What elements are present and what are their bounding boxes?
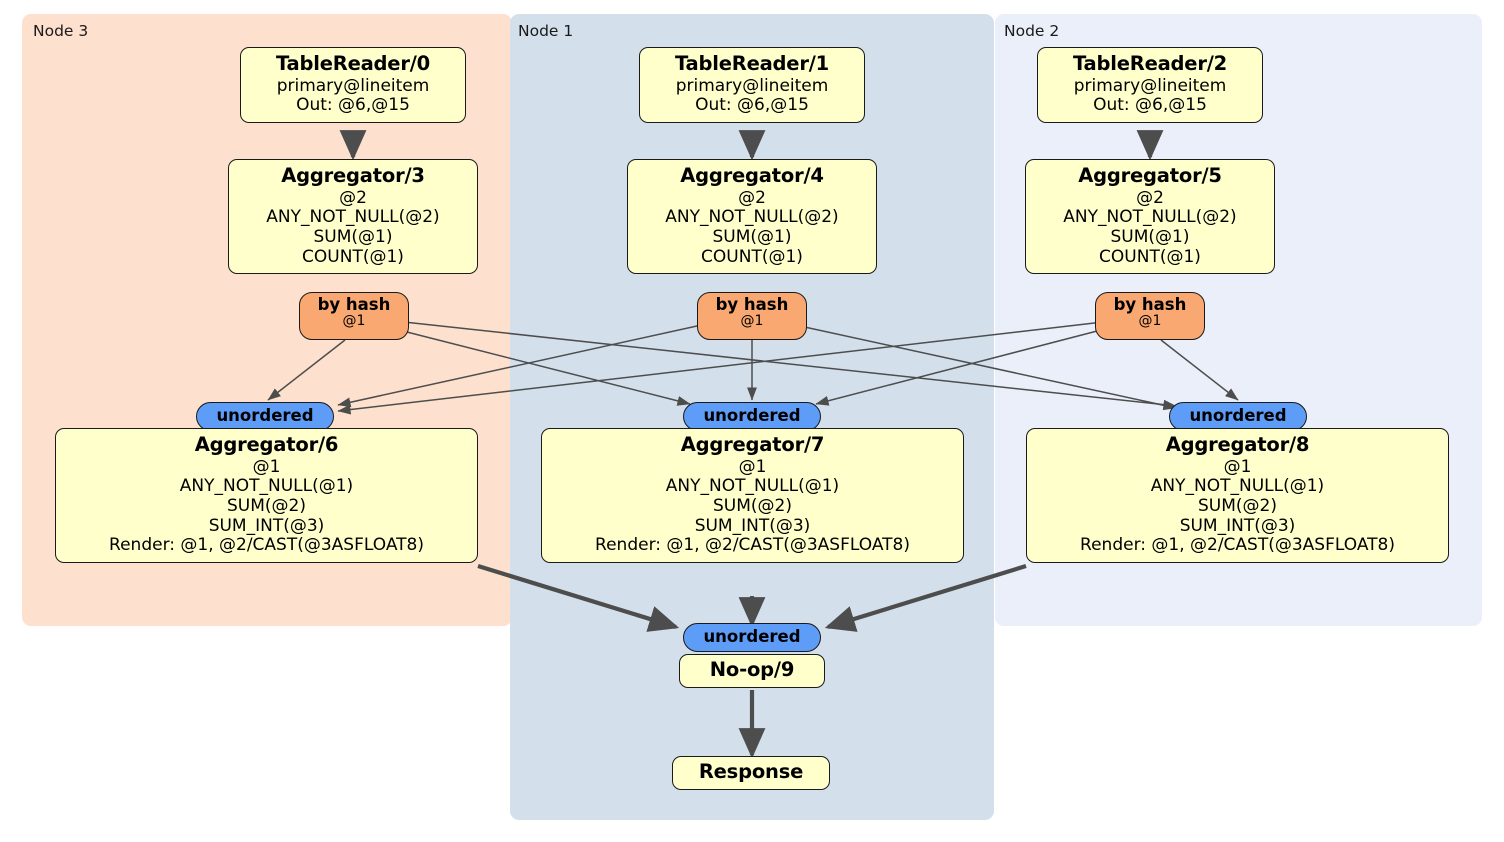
aggregator-7-line3: SUM(@2): [713, 496, 792, 517]
tablereader-1-line1: primary@lineitem: [675, 75, 829, 96]
processor-aggregator-8[interactable]: Aggregator/8 @1 ANY_NOT_NULL(@1) SUM(@2)…: [1026, 428, 1449, 564]
unordered-left-title: unordered: [216, 406, 314, 425]
aggregator-8-line3: SUM(@2): [1198, 496, 1277, 517]
aggregator-7-line1: @1: [738, 456, 767, 477]
aggregator-3-line2: ANY_NOT_NULL(@2): [266, 207, 440, 228]
by-hash-left-sub: @1: [342, 313, 366, 330]
panel-node3-label: Node 3: [33, 22, 89, 40]
router-by-hash-left[interactable]: by hash @1: [299, 292, 409, 340]
unordered-final-title: unordered: [703, 627, 801, 646]
tablereader-1-title: TableReader/1: [674, 52, 830, 75]
by-hash-right-title: by hash: [1113, 295, 1187, 314]
tablereader-1-line2: Out: @6,@15: [695, 95, 809, 116]
aggregator-6-title: Aggregator/6: [194, 433, 339, 456]
processor-tablereader-1[interactable]: TableReader/1 primary@lineitem Out: @6,@…: [639, 47, 865, 124]
aggregator-7-line5: Render: @1, @2/CAST(@3ASFLOAT8): [595, 535, 910, 556]
processor-aggregator-5[interactable]: Aggregator/5 @2 ANY_NOT_NULL(@2) SUM(@1)…: [1025, 159, 1275, 275]
aggregator-5-title: Aggregator/5: [1078, 164, 1222, 187]
router-unordered-right[interactable]: unordered: [1169, 402, 1307, 431]
processor-response[interactable]: Response: [672, 756, 830, 790]
router-unordered-mid[interactable]: unordered: [683, 402, 821, 431]
aggregator-5-line4: COUNT(@1): [1099, 246, 1201, 267]
aggregator-5-line1: @2: [1136, 187, 1164, 208]
aggregator-5-line3: SUM(@1): [1110, 227, 1190, 248]
by-hash-left-title: by hash: [317, 295, 391, 314]
aggregator-8-line1: @1: [1223, 456, 1252, 477]
router-by-hash-mid[interactable]: by hash @1: [697, 292, 807, 340]
panel-node2-label: Node 2: [1004, 22, 1060, 40]
processor-aggregator-7[interactable]: Aggregator/7 @1 ANY_NOT_NULL(@1) SUM(@2)…: [541, 428, 964, 564]
router-by-hash-right[interactable]: by hash @1: [1095, 292, 1205, 340]
noop-9-title: No-op/9: [709, 658, 795, 681]
aggregator-3-line1: @2: [339, 187, 367, 208]
aggregator-6-line5: Render: @1, @2/CAST(@3ASFLOAT8): [109, 535, 424, 556]
aggregator-8-line5: Render: @1, @2/CAST(@3ASFLOAT8): [1080, 535, 1395, 556]
aggregator-6-line3: SUM(@2): [227, 496, 306, 517]
tablereader-0-line1: primary@lineitem: [276, 75, 430, 96]
processor-tablereader-2[interactable]: TableReader/2 primary@lineitem Out: @6,@…: [1037, 47, 1263, 124]
response-title: Response: [698, 760, 804, 783]
tablereader-0-line2: Out: @6,@15: [296, 95, 410, 116]
processor-aggregator-4[interactable]: Aggregator/4 @2 ANY_NOT_NULL(@2) SUM(@1)…: [627, 159, 877, 275]
aggregator-3-line4: COUNT(@1): [302, 246, 404, 267]
processor-aggregator-3[interactable]: Aggregator/3 @2 ANY_NOT_NULL(@2) SUM(@1)…: [228, 159, 478, 275]
unordered-right-title: unordered: [1189, 406, 1287, 425]
aggregator-8-title: Aggregator/8: [1165, 433, 1310, 456]
aggregator-4-line1: @2: [738, 187, 766, 208]
processor-aggregator-6[interactable]: Aggregator/6 @1 ANY_NOT_NULL(@1) SUM(@2)…: [55, 428, 478, 564]
by-hash-mid-title: by hash: [715, 295, 789, 314]
by-hash-mid-sub: @1: [740, 313, 764, 330]
aggregator-8-line4: SUM_INT(@3): [1179, 515, 1296, 536]
aggregator-7-line4: SUM_INT(@3): [694, 515, 811, 536]
tablereader-2-title: TableReader/2: [1072, 52, 1228, 75]
aggregator-3-line3: SUM(@1): [313, 227, 393, 248]
aggregator-4-line2: ANY_NOT_NULL(@2): [665, 207, 839, 228]
panel-node1-label: Node 1: [518, 22, 574, 40]
aggregator-5-line2: ANY_NOT_NULL(@2): [1063, 207, 1237, 228]
aggregator-7-line2: ANY_NOT_NULL(@1): [665, 476, 840, 497]
router-unordered-final[interactable]: unordered: [683, 623, 821, 652]
aggregator-4-line4: COUNT(@1): [701, 246, 803, 267]
aggregator-4-line3: SUM(@1): [712, 227, 792, 248]
processor-tablereader-0[interactable]: TableReader/0 primary@lineitem Out: @6,@…: [240, 47, 466, 124]
tablereader-2-line1: primary@lineitem: [1073, 75, 1227, 96]
aggregator-6-line2: ANY_NOT_NULL(@1): [179, 476, 354, 497]
by-hash-right-sub: @1: [1138, 313, 1162, 330]
aggregator-8-line2: ANY_NOT_NULL(@1): [1150, 476, 1325, 497]
processor-noop-9[interactable]: No-op/9: [679, 654, 825, 688]
aggregator-6-line1: @1: [252, 456, 281, 477]
router-unordered-left[interactable]: unordered: [196, 402, 334, 431]
tablereader-0-title: TableReader/0: [275, 52, 431, 75]
aggregator-7-title: Aggregator/7: [680, 433, 825, 456]
aggregator-3-title: Aggregator/3: [281, 164, 425, 187]
tablereader-2-line2: Out: @6,@15: [1093, 95, 1207, 116]
aggregator-6-line4: SUM_INT(@3): [208, 515, 325, 536]
unordered-mid-title: unordered: [703, 406, 801, 425]
aggregator-4-title: Aggregator/4: [680, 164, 824, 187]
